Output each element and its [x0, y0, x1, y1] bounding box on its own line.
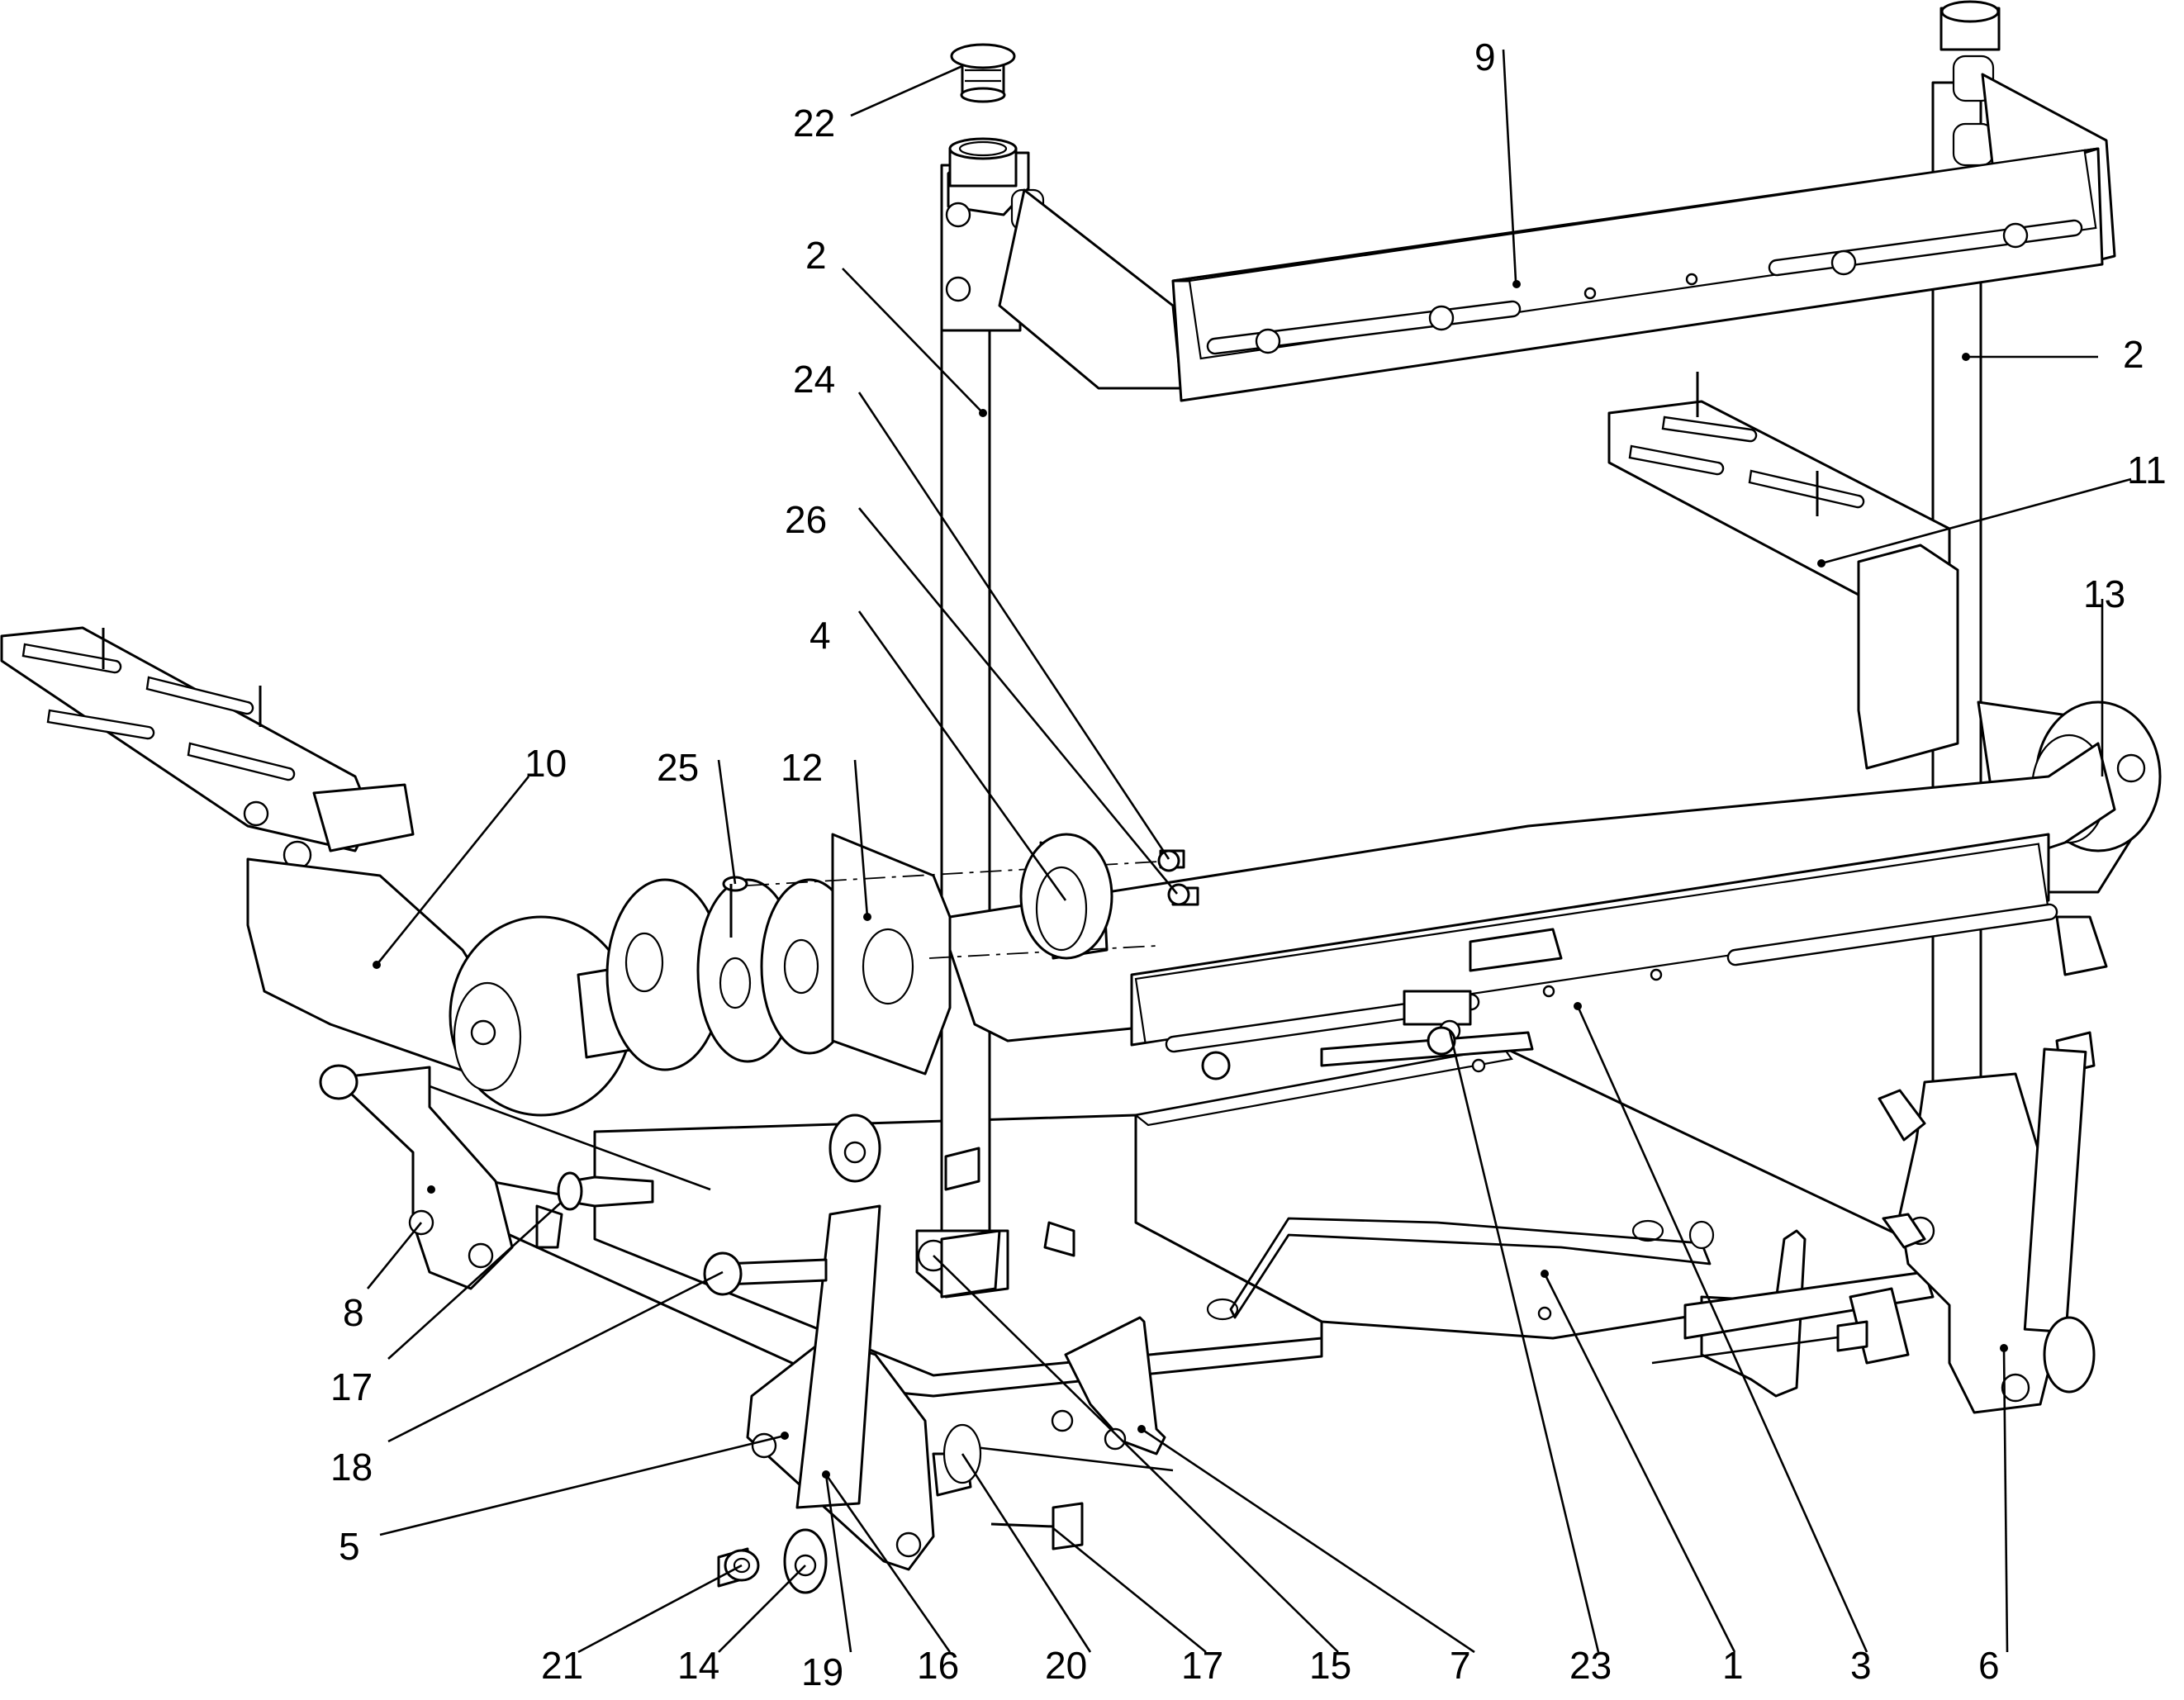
left-strut-part-16: [783, 1114, 881, 1594]
upper-cross-bar-part-9: [998, 73, 2116, 402]
callout-2-left: 2: [805, 234, 827, 277]
callout-7: 7: [1450, 1644, 1471, 1687]
callout-1: 1: [1722, 1644, 1744, 1687]
callout-21: 21: [541, 1644, 583, 1687]
hinge-disc-stack: [605, 833, 1199, 1076]
right-lower-bracket-part-6: [1836, 915, 2108, 1414]
callout-24: 24: [793, 358, 835, 401]
left-lever-part-8: [319, 1064, 711, 1290]
callout-25: 25: [657, 746, 699, 789]
fasteners-parts-24-25-26-4: [1019, 833, 1715, 1321]
right-arm-mount-part-11: [1607, 372, 1959, 770]
callout-16: 16: [917, 1644, 959, 1687]
callout-9: 9: [1474, 36, 1496, 78]
callout-22: 22: [793, 102, 835, 145]
callout-13: 13: [2083, 572, 2125, 615]
callout-17-left: 17: [330, 1365, 373, 1408]
callout-2-right: 2: [2123, 333, 2144, 376]
callout-labels: 22 9 2 2 24 26 4 11 13 10 25 12 8 17 18 …: [330, 36, 2167, 1693]
callout-23: 23: [1569, 1644, 1612, 1687]
callout-14: 14: [677, 1644, 719, 1687]
main-cross-bar-part-1: [932, 742, 2116, 1077]
callout-10: 10: [525, 742, 567, 785]
callout-11: 11: [2127, 449, 2167, 491]
callout-5: 5: [339, 1525, 360, 1568]
callout-20: 20: [1045, 1644, 1087, 1687]
callout-6: 6: [1978, 1644, 2000, 1687]
callout-3: 3: [1850, 1644, 1872, 1687]
callout-19: 19: [801, 1650, 843, 1693]
callout-4: 4: [810, 614, 831, 657]
rear-tube-part-3: [1320, 1031, 1534, 1067]
callout-18: 18: [330, 1446, 373, 1489]
callout-8: 8: [343, 1291, 364, 1334]
left-arm-part-10: [0, 626, 638, 1117]
callout-15: 15: [1309, 1644, 1351, 1687]
callout-12: 12: [781, 746, 823, 789]
callout-26: 26: [785, 498, 827, 541]
pins-parts-17-18: [535, 1171, 828, 1296]
callout-17-bottom: 17: [1181, 1644, 1223, 1687]
cap-part-22: [950, 43, 1016, 103]
leader-lines: [366, 49, 2132, 1654]
